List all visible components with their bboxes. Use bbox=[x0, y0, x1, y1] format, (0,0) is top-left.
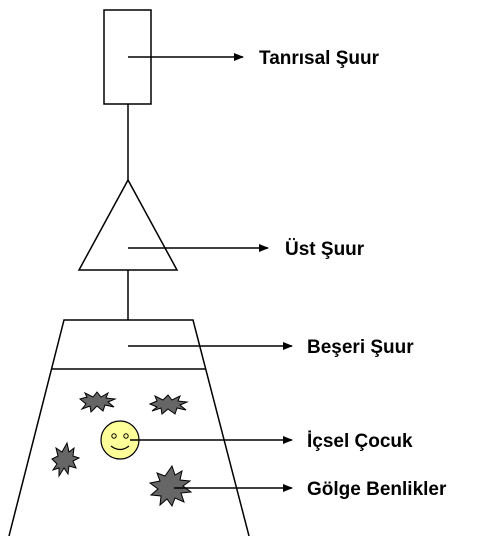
right-eye bbox=[123, 433, 129, 439]
higher-triangle bbox=[77, 178, 179, 271]
shadow-self-star bbox=[78, 391, 117, 414]
shadow-self-star bbox=[148, 464, 193, 508]
label-higher: Üst Şuur bbox=[285, 239, 365, 260]
shadow-self-star bbox=[51, 441, 81, 478]
smile bbox=[110, 445, 130, 451]
label-inner-child: İçsel Çocuk bbox=[307, 431, 413, 452]
label-human: Beşeri Şuur bbox=[307, 337, 414, 358]
label-shadow-selves: Gölge Benlikler bbox=[307, 479, 447, 500]
shadow-self-star bbox=[148, 394, 189, 415]
label-divine: Tanrısal Şuur bbox=[259, 48, 380, 69]
inner-child-face bbox=[100, 420, 140, 460]
left-eye bbox=[111, 433, 117, 439]
human-trapezoid bbox=[8, 319, 250, 537]
